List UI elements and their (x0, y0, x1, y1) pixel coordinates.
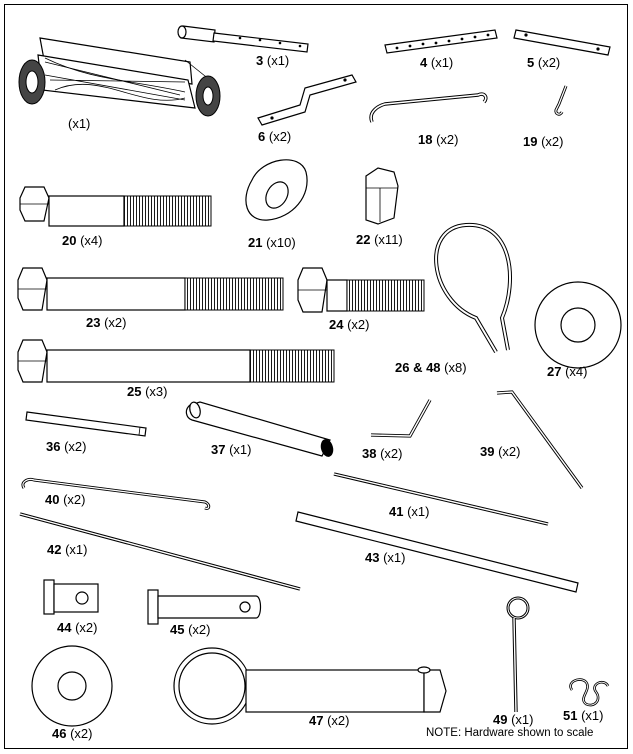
label-part-18: 18 (x2) (418, 132, 459, 147)
label-part-43: 43 (x1) (365, 550, 406, 565)
label-part-20: 20 (x4) (62, 233, 103, 248)
part-19-drawing (554, 85, 568, 116)
label-part-23: 23 (x2) (86, 315, 127, 330)
part-42-drawing (19, 512, 301, 591)
part-41-drawing (333, 472, 549, 526)
part-3-drawing (177, 25, 309, 53)
part-38-drawing (370, 399, 432, 438)
part-5-drawing (513, 29, 611, 56)
label-part-3: 3 (x1) (256, 53, 290, 68)
part-36-drawing (25, 411, 147, 437)
label-part-21: 21 (x10) (248, 235, 296, 250)
label-part-27: 27 (x4) (547, 364, 588, 379)
label-part-37: 37 (x1) (211, 442, 252, 457)
label-part-5: 5 (x2) (527, 55, 561, 70)
part-47-drawing (173, 647, 447, 725)
part-49-drawing (506, 596, 530, 713)
part-40-drawing (21, 478, 211, 510)
part-25-drawing (17, 339, 335, 383)
part-23-drawing (17, 267, 284, 311)
part-4-drawing (384, 29, 498, 54)
part-22-drawing (365, 167, 399, 225)
label-part-22: 22 (x11) (356, 232, 403, 247)
label-part-4: 4 (x1) (420, 55, 454, 70)
label-part-36: 36 (x2) (46, 439, 87, 454)
part-24-drawing (297, 267, 425, 313)
part-44-drawing (43, 579, 99, 615)
label-part-47: 47 (x2) (309, 713, 350, 728)
part-37-drawing (185, 401, 334, 457)
label-part-45: 45 (x2) (170, 622, 211, 637)
part-46-drawing (31, 645, 113, 727)
label-part-24: 24 (x2) (329, 317, 370, 332)
label-part-44: 44 (x2) (57, 620, 98, 635)
label-part-25: 25 (x3) (127, 384, 168, 399)
scale-note: NOTE: Hardware shown to scale (426, 727, 594, 739)
mower-drawing (18, 37, 221, 117)
part-45-drawing (147, 589, 262, 625)
part-20-drawing (19, 186, 212, 227)
label-part-6: 6 (x2) (258, 129, 292, 144)
part-27-drawing (534, 281, 622, 369)
part-18-drawing (369, 92, 488, 123)
label-part-51: 51 (x1) (563, 708, 604, 723)
label-part-42: 42 (x1) (47, 542, 88, 557)
label-part-41: 41 (x1) (389, 504, 430, 519)
label-part-19: 19 (x2) (523, 134, 564, 149)
label-part-26-48: 26 & 48 (x8) (395, 360, 467, 375)
part-26-48-drawing (434, 222, 512, 354)
label-part-49: 49 (x1) (493, 712, 534, 727)
part-51-drawing (569, 678, 610, 707)
label-part-39: 39 (x2) (480, 444, 521, 459)
label-part-38: 38 (x2) (362, 446, 403, 461)
part-39-drawing (496, 390, 584, 489)
part-43-drawing (295, 511, 579, 593)
part-6-drawing (257, 74, 357, 126)
label-mower: (x1) (68, 116, 91, 131)
label-part-40: 40 (x2) (45, 492, 86, 507)
label-part-46: 46 (x2) (52, 726, 93, 741)
diagram-frame (4, 4, 628, 749)
part-21-drawing (245, 159, 308, 221)
